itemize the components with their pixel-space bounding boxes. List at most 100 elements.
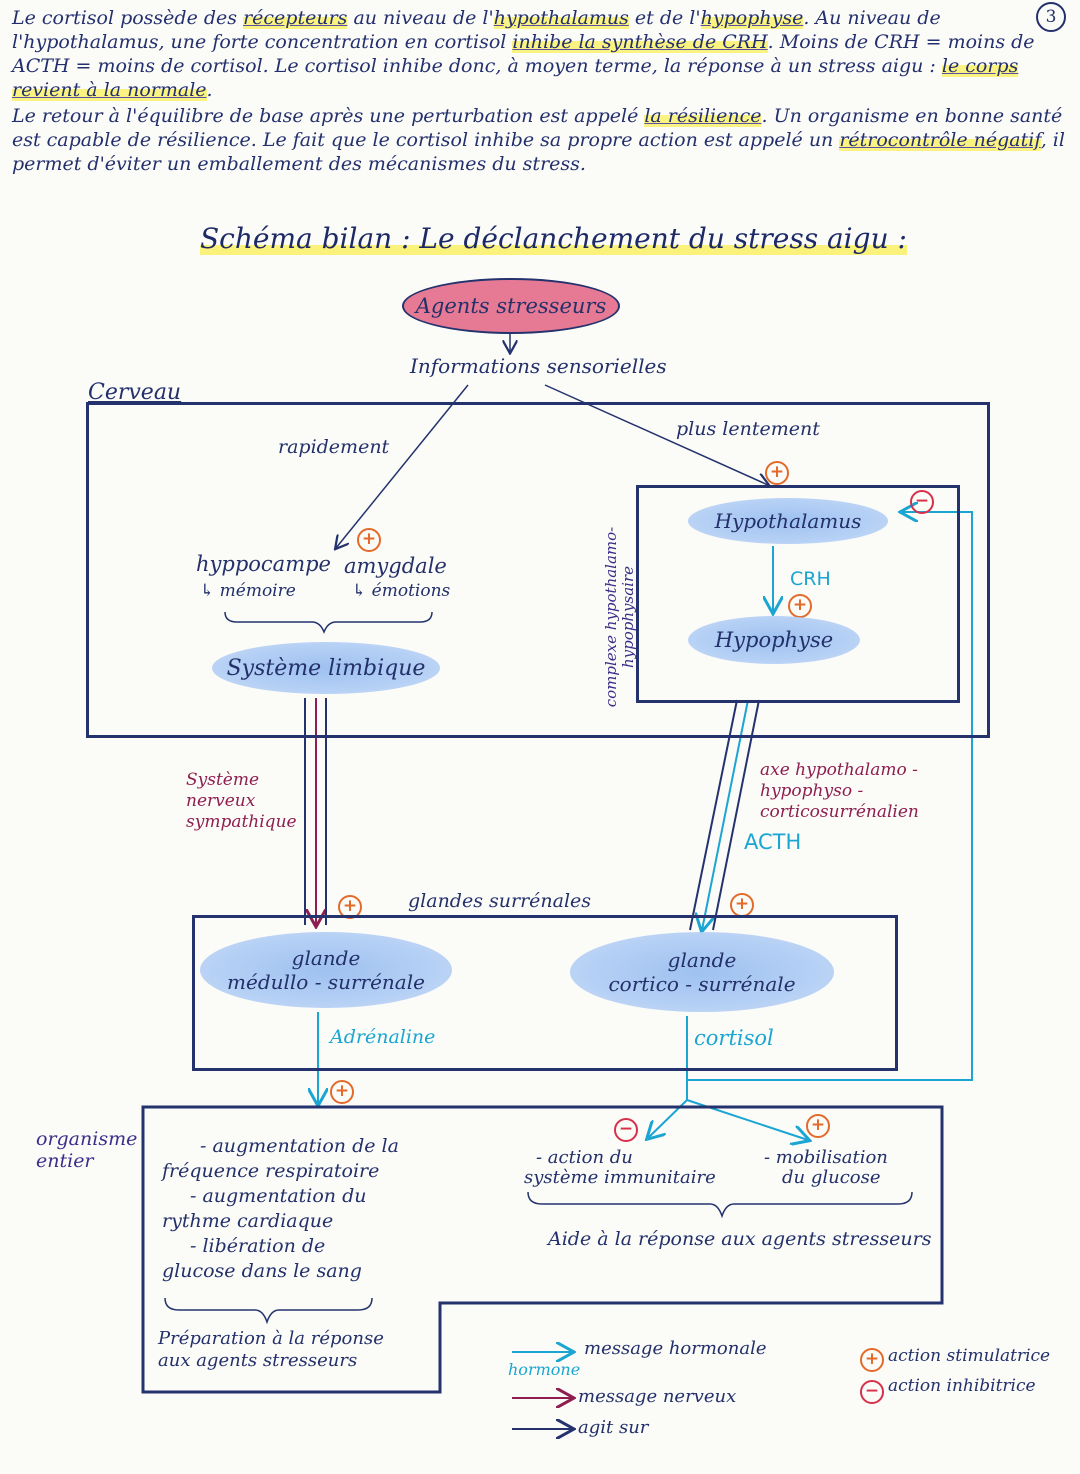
- diagram-title: Schéma bilan : Le déclanchement du stres…: [200, 222, 907, 255]
- plus-icon-amygdale: +: [357, 528, 381, 552]
- hypophyse-oval: Hypophyse: [688, 616, 860, 664]
- hippocampe-label: hyppocampe: [196, 552, 331, 576]
- text-highlight: rétrocontrôle négatif: [839, 129, 1041, 151]
- intro-paragraph-2: Le retour à l'équilibre de base après un…: [12, 104, 1072, 176]
- hypothalamus-oval: Hypothalamus: [688, 498, 888, 544]
- legend-hormone: hormone: [508, 1360, 581, 1379]
- adrenaline-label: Adrénaline: [330, 1026, 436, 1048]
- effect-item: rythme cardiaque: [162, 1210, 334, 1232]
- agents-stresseurs-oval: Agents stresseurs: [402, 278, 620, 334]
- text-highlight: la résilience: [644, 105, 762, 127]
- arrow-rapid: [336, 384, 469, 548]
- brace-left: [164, 1297, 373, 1325]
- effect-item: - augmentation du: [190, 1185, 367, 1207]
- prep-line: Préparation à la réponse: [158, 1328, 384, 1349]
- effect-item: - libération de: [190, 1235, 326, 1257]
- feedback-loop: [687, 512, 973, 1081]
- text: , il permet d'éviter un emballement des …: [12, 129, 1065, 175]
- text: . Moins de CRH = moins de ACTH = moins d…: [12, 31, 1035, 77]
- plus-icon-cortico: +: [730, 893, 754, 917]
- effect-item: fréquence respiratoire: [162, 1160, 380, 1182]
- effects-left-list: - augmentation de la fréquence respirato…: [162, 1134, 399, 1284]
- immune-text: - action du système immunitaire: [524, 1148, 716, 1188]
- minus-icon-feedback: −: [910, 490, 934, 514]
- sns-line: sympathique: [186, 812, 297, 832]
- cortico-line-2: cortico - surrénale: [608, 972, 796, 996]
- plus-icon-hypophyse: +: [788, 594, 812, 618]
- amygdale-label: amygdale: [344, 554, 447, 578]
- plus-icon-glucose: +: [806, 1114, 830, 1138]
- axe-label: axe hypothalamo - hypophyso - corticosur…: [760, 760, 919, 823]
- rapidement-label: rapidement: [278, 436, 390, 458]
- cortico-oval: glande cortico - surrénale: [570, 932, 834, 1012]
- hypothalamus-label: Hypothalamus: [714, 509, 862, 533]
- legend-nerveux: message nerveux: [578, 1386, 737, 1407]
- effect-item: - augmentation de la: [200, 1135, 399, 1157]
- glucose-line: - mobilisation: [764, 1147, 888, 1168]
- legend-hormonal: message hormonale: [584, 1338, 767, 1359]
- complexe-label: complexe hypothalamo- hypophysaire: [602, 517, 637, 717]
- complexe-box: [636, 485, 960, 703]
- crh-label: CRH: [790, 568, 831, 590]
- plus-icon-adrenaline-effect: +: [330, 1080, 354, 1104]
- prep-line: aux agents stresseurs: [158, 1350, 358, 1371]
- text: Le retour à l'équilibre de base après un…: [12, 105, 645, 127]
- immune-line: - action du: [536, 1147, 633, 1168]
- memoire-label: ↳ mémoire: [200, 581, 296, 601]
- immune-line: système immunitaire: [524, 1167, 716, 1188]
- legend-inhib: action inhibitrice: [888, 1376, 1036, 1396]
- organisme-line-1: organisme: [36, 1128, 138, 1150]
- arrow-slow: [544, 384, 768, 485]
- aide-text: Aide à la réponse aux agents stresseurs: [548, 1228, 932, 1250]
- axis-line-1: [689, 699, 738, 931]
- text-highlight: hypophyse: [700, 7, 804, 29]
- text: . Au niveau de l'hypothalamus, une forte…: [12, 7, 941, 53]
- axe-line: axe hypothalamo -: [760, 760, 918, 780]
- legend-plus-icon: +: [860, 1348, 884, 1372]
- sns-line: nerveux: [186, 791, 256, 811]
- intro-text: Le cortisol possède des récepteurs au ni…: [12, 6, 1072, 178]
- text: .: [206, 79, 213, 101]
- info-sensorielles: Informations sensorielles: [410, 354, 667, 378]
- axe-line: corticosurrénalien: [760, 802, 919, 822]
- minus-icon-immune: −: [614, 1118, 638, 1142]
- plus-icon-hypothalamus: +: [765, 461, 789, 485]
- plus-lentement-label: plus lentement: [676, 418, 820, 440]
- systeme-limbique-label: Système limbique: [226, 655, 426, 681]
- effect-item: glucose dans le sang: [162, 1260, 362, 1282]
- organisme-line-2: entier: [36, 1150, 94, 1172]
- medullo-oval: glande médullo - surrénale: [200, 932, 452, 1008]
- text-highlight: hypothalamus: [493, 7, 629, 29]
- text: au niveau de l': [347, 7, 494, 29]
- complexe-line-1: complexe hypothalamo-: [602, 526, 620, 708]
- cerveau-label: Cerveau: [88, 380, 182, 405]
- systeme-limbique-oval: Système limbique: [212, 642, 440, 694]
- legend-stim: action stimulatrice: [888, 1346, 1051, 1366]
- prep-text: Préparation à la réponse aux agents stre…: [158, 1328, 384, 1372]
- axe-line: hypophyso -: [760, 781, 864, 801]
- medullo-line-1: glande: [291, 946, 361, 970]
- agents-stresseurs-label: Agents stresseurs: [415, 294, 607, 318]
- brace-limbic: [224, 611, 433, 635]
- text: et de l': [628, 7, 701, 29]
- text-highlight: inhibe la synthèse de CRH: [512, 31, 768, 53]
- cortico-line-1: glande: [667, 948, 737, 972]
- intro-paragraph-1: Le cortisol possède des récepteurs au ni…: [12, 6, 1072, 102]
- medullo-line-2: médullo - surrénale: [227, 970, 425, 994]
- text: . Un organisme en bonne santé est capabl…: [12, 105, 1063, 151]
- text-highlight: récepteurs: [243, 7, 348, 29]
- glandes-box: [192, 915, 898, 1071]
- diagram-title-text: Schéma bilan : Le déclanchement du stres…: [200, 222, 907, 255]
- axis-line-3: [712, 699, 760, 931]
- page-number: 3: [1036, 2, 1066, 32]
- cerveau-box: [86, 402, 990, 738]
- organism-box: [141, 1105, 944, 1394]
- plus-icon-medullo: +: [338, 895, 362, 919]
- sns-line: Système: [186, 770, 260, 790]
- glucose-text: - mobilisation du glucose: [764, 1148, 888, 1188]
- cortisol-label: cortisol: [694, 1026, 774, 1050]
- glucose-line: du glucose: [782, 1167, 881, 1188]
- acth-label: ACTH: [744, 830, 802, 854]
- brace-right: [527, 1191, 913, 1219]
